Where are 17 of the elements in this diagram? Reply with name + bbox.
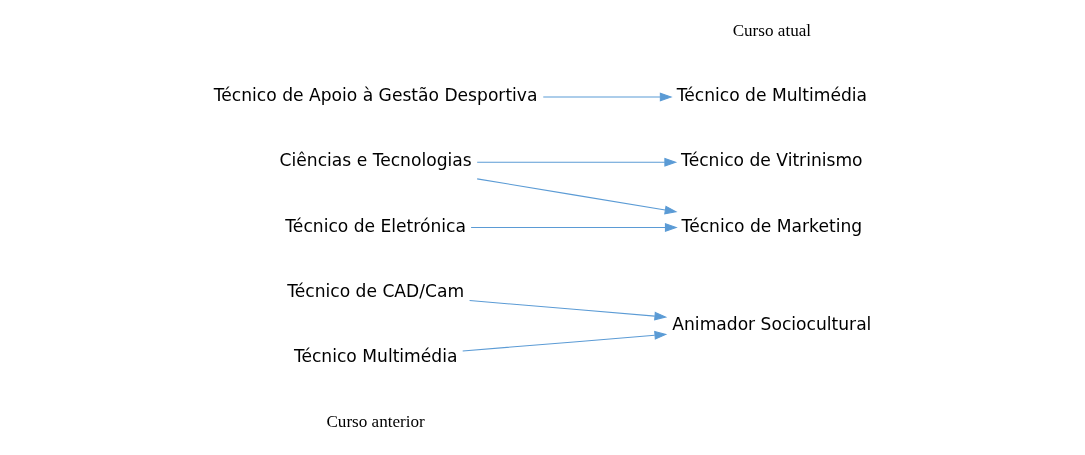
node-text: Técnico de Marketing bbox=[681, 215, 862, 236]
node-text: Técnico de Vitrinismo bbox=[680, 150, 863, 171]
node-text: Animador Sociocultural bbox=[671, 313, 871, 334]
node-text: Técnico Multimédia bbox=[293, 346, 457, 367]
arrow bbox=[476, 157, 677, 167]
node-text: Técnico de Eletrónica bbox=[284, 215, 466, 236]
node-text: Técnico de Apoio à Gestão Desportiva bbox=[213, 85, 537, 106]
label: Curso anterior bbox=[325, 412, 425, 432]
arrow bbox=[542, 92, 673, 102]
arrow bbox=[461, 330, 667, 352]
arrow bbox=[470, 223, 678, 232]
node-text: Técnico de CAD/Cam bbox=[286, 280, 464, 301]
arrow bbox=[468, 300, 667, 321]
node-text: Ciências e Tecnologias bbox=[279, 150, 472, 171]
arrow bbox=[476, 178, 678, 215]
label: Curso atual bbox=[732, 20, 811, 40]
node-text: Técnico de Multimédia bbox=[676, 85, 867, 106]
